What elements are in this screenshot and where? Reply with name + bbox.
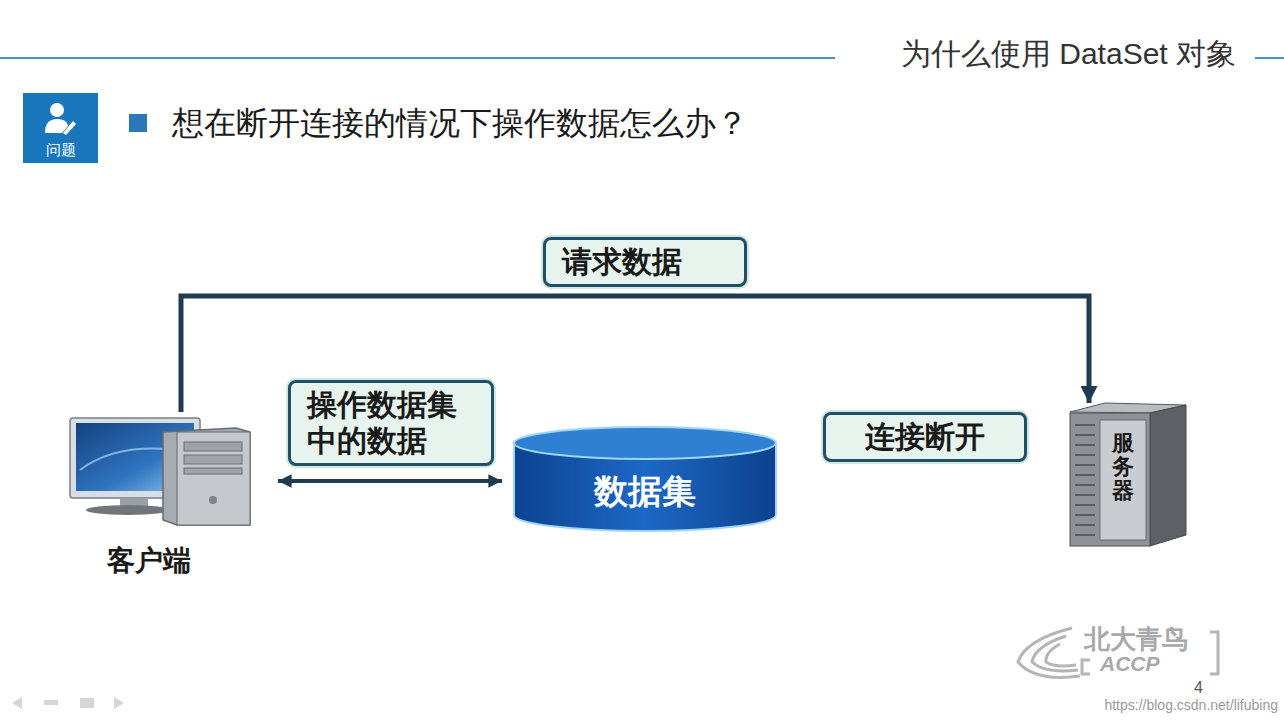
tower-case xyxy=(163,428,250,525)
server-machine: 服务器 xyxy=(1068,403,1190,548)
question-icon-box: 问题 xyxy=(23,93,98,163)
client-computer: 客户端 xyxy=(60,412,278,584)
watermark-logo-text: 北大青鸟 xyxy=(1084,624,1188,654)
server-side xyxy=(1150,405,1186,546)
monitor-base xyxy=(86,505,170,515)
server-illustration xyxy=(1070,403,1186,546)
power-button xyxy=(209,496,217,504)
watermark-logo-text: ACCP xyxy=(1100,652,1160,676)
person-head xyxy=(50,103,64,117)
person-body xyxy=(45,119,68,133)
drive-bay xyxy=(184,442,242,451)
drive-bay xyxy=(184,468,242,474)
tower-front xyxy=(177,432,250,525)
server-panel xyxy=(1100,420,1146,540)
page-number: 4 xyxy=(1194,679,1203,697)
edge-label-box: 请求数据 xyxy=(543,237,747,287)
question-text: 想在断开连接的情况下操作数据怎么办？ xyxy=(172,101,748,145)
vertical-label: 服务器 xyxy=(1112,431,1134,504)
dataset-cylinder: 数据集 xyxy=(512,425,778,533)
node-label: 连接断开 xyxy=(865,419,985,455)
nav-icons xyxy=(12,697,124,709)
computer-illustration xyxy=(70,418,250,525)
header-rule xyxy=(0,57,835,59)
edge-label: 请求数据 xyxy=(562,244,682,280)
node-label: 数据集 xyxy=(512,471,778,511)
status-box: 连接断开 xyxy=(823,412,1027,462)
connector-arrow xyxy=(278,479,502,483)
pen-glyph xyxy=(63,121,76,135)
server-front xyxy=(1070,413,1150,546)
drive-bay xyxy=(184,455,242,464)
edge-label: 操作数据集中的数据 xyxy=(307,387,475,459)
node-label: 问题 xyxy=(23,141,98,159)
slide-title: 为什么使用 DataSet 对象 xyxy=(897,34,1240,74)
edge-label-box: 操作数据集中的数据 xyxy=(288,380,494,466)
server-vents xyxy=(1075,425,1095,535)
cylinder-top xyxy=(514,427,776,459)
node-label: 客户端 xyxy=(60,544,238,578)
bullet-square xyxy=(129,114,147,132)
watermark-url: https://blog.csdn.net/lifubing xyxy=(1104,696,1278,714)
header-rule xyxy=(1255,57,1284,59)
